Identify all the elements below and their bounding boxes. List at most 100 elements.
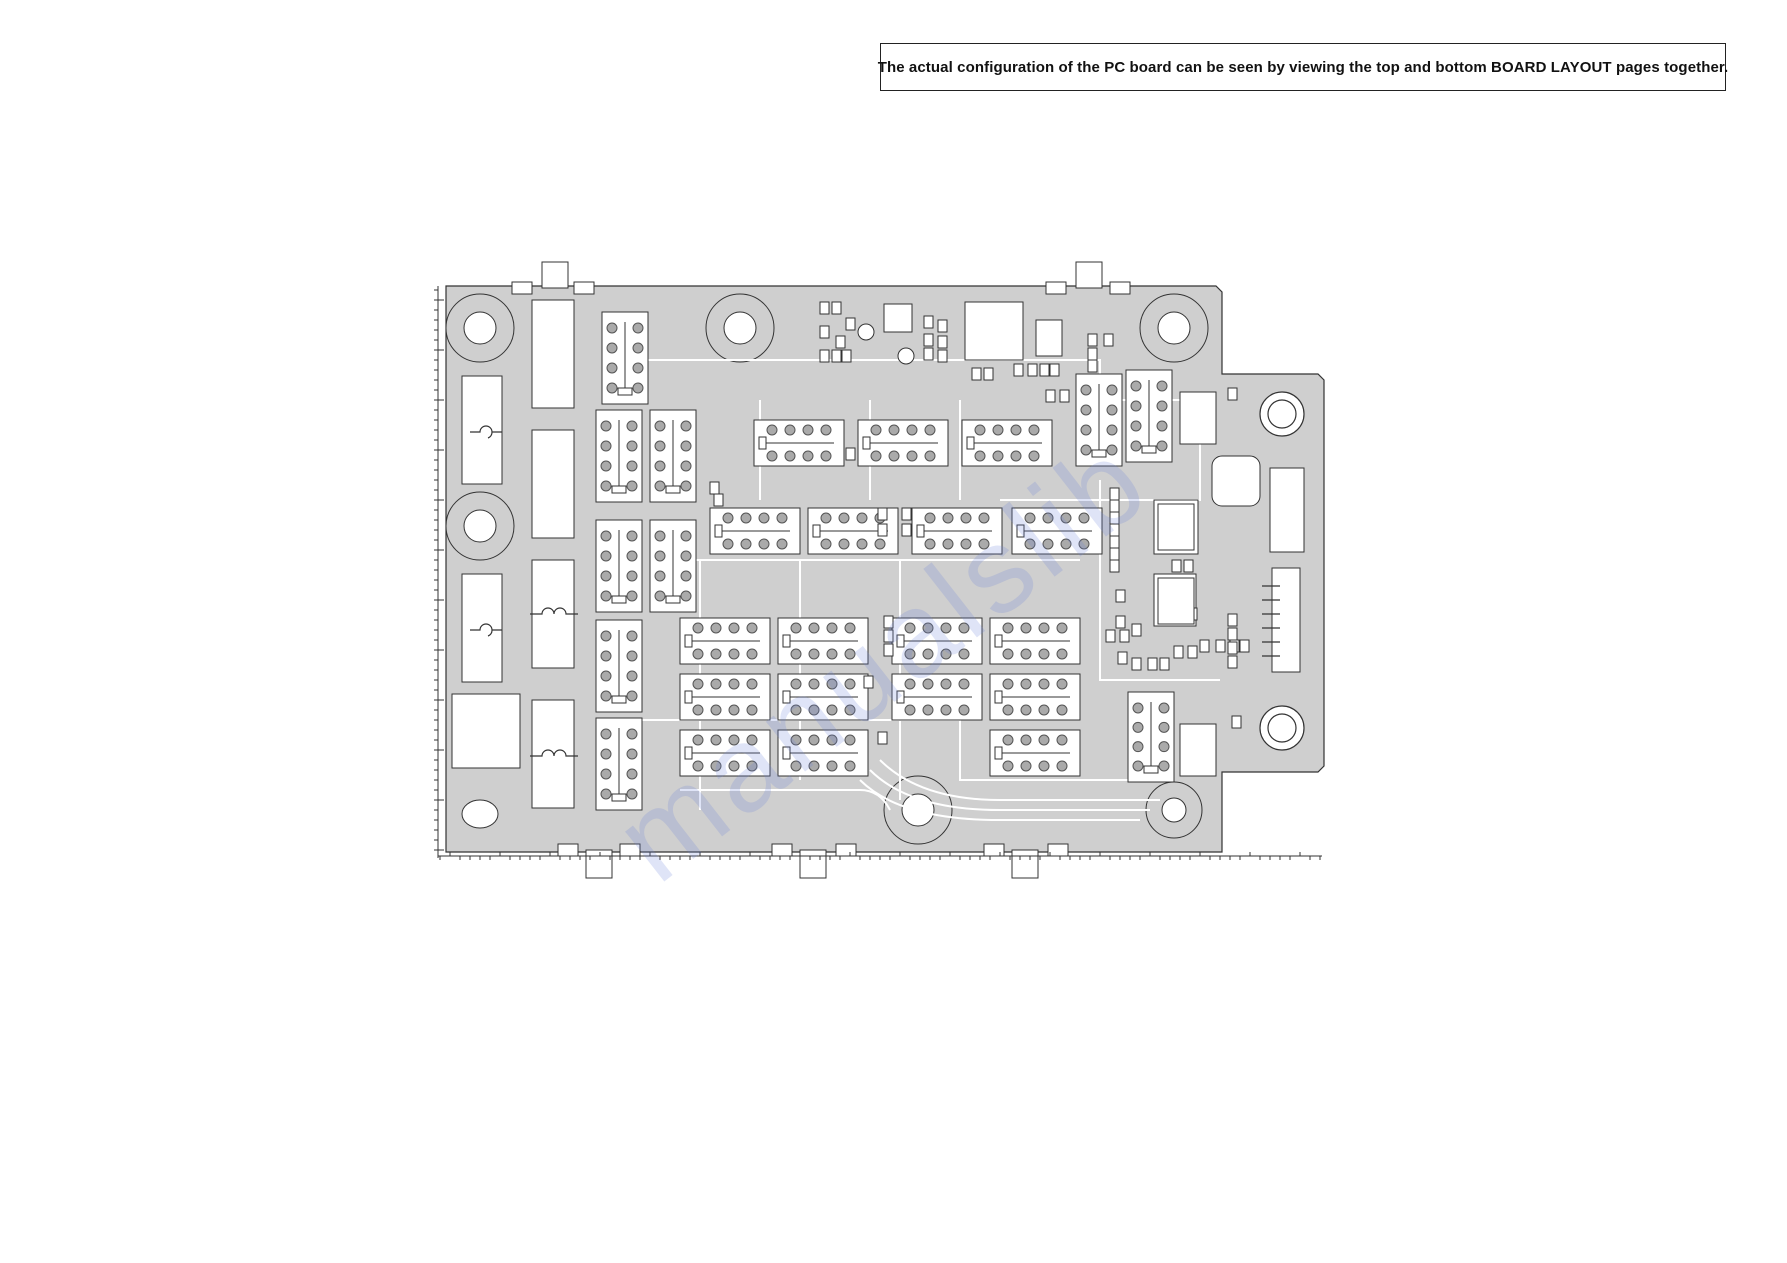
smd-part xyxy=(937,335,948,349)
module-block xyxy=(1125,369,1173,463)
module-block xyxy=(679,729,771,777)
smd-part xyxy=(1087,333,1098,347)
module-block xyxy=(891,617,983,665)
module-block xyxy=(595,619,643,713)
module-block xyxy=(679,617,771,665)
smd-part xyxy=(877,523,888,537)
smd-part xyxy=(1147,657,1158,671)
module-block xyxy=(911,507,1003,555)
smd-part xyxy=(883,615,894,629)
smd-part xyxy=(819,349,830,363)
smd-part xyxy=(1187,645,1198,659)
module-block xyxy=(1011,507,1103,555)
module-block xyxy=(595,409,643,503)
smd-part xyxy=(1183,559,1194,573)
module-block xyxy=(777,673,869,721)
smd-part xyxy=(1171,559,1182,573)
module-block xyxy=(753,419,845,467)
smd-part xyxy=(937,319,948,333)
smd-part xyxy=(1115,589,1126,603)
smd-part xyxy=(937,349,948,363)
module-block xyxy=(679,673,771,721)
ic-chip xyxy=(1157,503,1195,551)
smd-part xyxy=(1109,559,1120,573)
smd-part xyxy=(831,301,842,315)
smd-part xyxy=(1109,523,1120,537)
module-block xyxy=(891,673,983,721)
smd-part xyxy=(835,335,846,349)
smd-part xyxy=(1159,657,1170,671)
smd-part xyxy=(1109,535,1120,549)
smd-part xyxy=(923,347,934,361)
smd-part xyxy=(1105,629,1116,643)
smd-part xyxy=(819,325,830,339)
smd-part xyxy=(845,447,856,461)
smd-part xyxy=(1109,499,1120,513)
ic-chip xyxy=(1157,577,1195,625)
module-block xyxy=(989,617,1081,665)
module-block xyxy=(1127,691,1175,783)
amplifier-modules xyxy=(595,311,1175,811)
mounting-tabs xyxy=(511,261,1131,879)
smd-part xyxy=(1013,363,1024,377)
smd-part xyxy=(1227,627,1238,641)
smd-part xyxy=(1117,651,1128,665)
smd-part xyxy=(841,349,852,363)
module-block xyxy=(649,519,697,613)
smd-part xyxy=(1039,363,1050,377)
smd-part xyxy=(713,493,724,507)
ruler-ticks xyxy=(434,289,1321,860)
smd-part xyxy=(1199,639,1210,653)
module-block xyxy=(857,419,949,467)
smd-part xyxy=(1103,333,1114,347)
smd-part xyxy=(1231,715,1242,729)
connector-pins xyxy=(1262,585,1280,657)
module-block xyxy=(649,409,697,503)
smd-part xyxy=(1059,389,1070,403)
smd-part xyxy=(1109,487,1120,501)
smd-part xyxy=(983,367,994,381)
module-block xyxy=(601,311,649,405)
mounting-holes xyxy=(445,293,1209,845)
smd-part xyxy=(1045,389,1056,403)
inductor-symbols xyxy=(470,425,578,757)
smd-part xyxy=(1227,613,1238,627)
smd-part xyxy=(1227,641,1238,655)
module-block xyxy=(777,617,869,665)
module-block xyxy=(777,729,869,777)
smd-part xyxy=(831,349,842,363)
smd-part xyxy=(877,731,888,745)
smd-components xyxy=(709,301,1250,745)
smd-part xyxy=(1109,511,1120,525)
smd-part xyxy=(1227,387,1238,401)
module-block xyxy=(1075,373,1123,467)
smd-part xyxy=(1131,657,1142,671)
smd-part xyxy=(1131,623,1142,637)
smd-part xyxy=(883,643,894,657)
smd-part xyxy=(1239,639,1250,653)
smd-part xyxy=(1087,347,1098,361)
module-block xyxy=(989,673,1081,721)
smd-part xyxy=(1119,629,1130,643)
smd-part xyxy=(901,507,912,521)
smd-part xyxy=(1215,639,1226,653)
smd-part xyxy=(819,301,830,315)
smd-part xyxy=(1027,363,1038,377)
module-block xyxy=(595,717,643,811)
board-layout-note: The actual configuration of the PC board… xyxy=(878,43,1728,91)
module-block xyxy=(595,519,643,613)
smd-part xyxy=(845,317,856,331)
smd-part xyxy=(923,333,934,347)
smd-part xyxy=(877,507,888,521)
smd-part xyxy=(883,629,894,643)
smd-part xyxy=(1049,363,1060,377)
smd-part xyxy=(1109,547,1120,561)
smd-part xyxy=(923,315,934,329)
module-block xyxy=(709,507,801,555)
smd-part xyxy=(971,367,982,381)
smd-part xyxy=(709,481,720,495)
module-block xyxy=(961,419,1053,467)
smd-part xyxy=(901,523,912,537)
module-block xyxy=(989,729,1081,777)
